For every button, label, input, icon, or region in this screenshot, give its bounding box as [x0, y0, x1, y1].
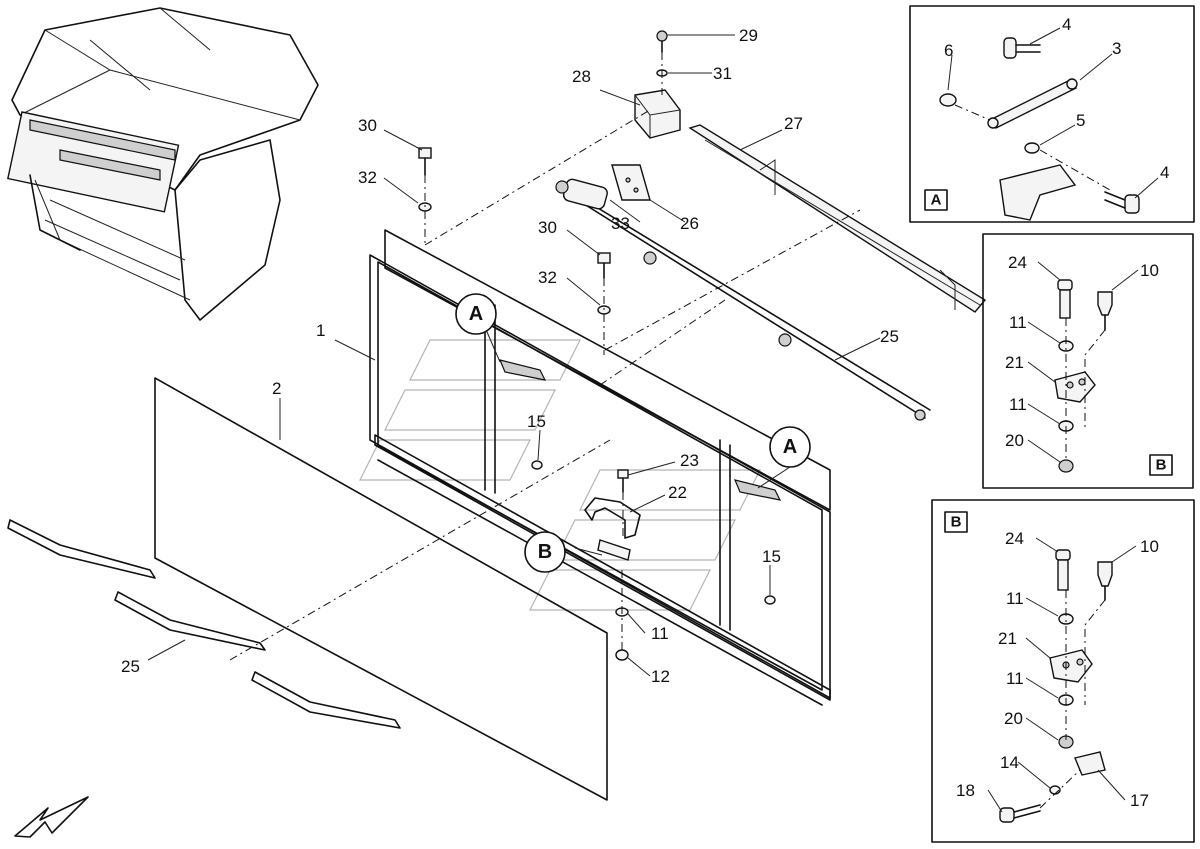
callout-11-upper-a: 11 [1009, 313, 1027, 332]
motor-bracket [611, 164, 651, 201]
nut-12 [615, 649, 629, 661]
detail-a-bubble-top: A [455, 293, 497, 335]
callout-2: 2 [272, 379, 281, 398]
bracket-17 [1074, 751, 1106, 776]
detail-a-panel [909, 5, 1195, 223]
gas-strut-3 [987, 78, 1078, 129]
callout-11-main: 11 [651, 624, 669, 643]
detail-b-tag-lower: B [951, 514, 962, 531]
wiper-linkage-rod [559, 184, 931, 421]
screw-23 [617, 469, 629, 493]
callout-27: 27 [784, 114, 803, 133]
callout-28: 28 [572, 67, 591, 86]
callout-1: 1 [316, 321, 325, 340]
detail-b-tag-upper: B [1156, 457, 1167, 474]
wiper-blade-2 [114, 591, 266, 651]
callout-25-left: 25 [121, 657, 140, 676]
detail-b-tag-box-upper [1149, 454, 1173, 476]
washer-5 [1024, 142, 1040, 154]
callout-24-upper: 24 [1008, 253, 1027, 272]
detail-a-tag: A [931, 192, 942, 209]
callout-29: 29 [739, 26, 758, 45]
pin-4-bottom [1104, 191, 1140, 214]
screw-30-mid [597, 252, 611, 279]
nut-15-right [764, 595, 776, 605]
callout-25-right: 25 [880, 327, 899, 346]
callout-24-lower: 24 [1005, 529, 1024, 548]
window-frame [369, 229, 831, 706]
callout-32-top: 32 [358, 168, 377, 187]
rail-channel [688, 124, 987, 313]
svg-text:A: A [469, 303, 483, 325]
detail-a-bubble-right: A [769, 426, 811, 468]
detail-b-panel-upper [982, 233, 1194, 489]
cab-housing-overview [7, 7, 319, 321]
detail-b-bubble: B [524, 531, 566, 573]
pin-10-upper [1097, 291, 1113, 331]
wiper-blade-1 [7, 519, 156, 579]
callout-14: 14 [1000, 753, 1019, 772]
detail-a-tag-box [924, 189, 948, 211]
wiper-blade-3 [251, 671, 401, 729]
callout-32-mid: 32 [538, 268, 557, 287]
pin-10-lower [1097, 561, 1113, 601]
direction-arrow-icon [14, 796, 89, 838]
callout-21-lower: 21 [998, 629, 1017, 648]
callout-11-upper-b: 11 [1009, 395, 1027, 414]
callout-15-right: 15 [762, 547, 781, 566]
callout-17: 17 [1130, 791, 1149, 810]
callout-26: 26 [680, 214, 699, 233]
detail-b-tag-box-lower [944, 511, 968, 533]
washer-6 [939, 93, 957, 107]
callout-20-upper: 20 [1005, 431, 1024, 450]
callout-11-lower-a: 11 [1006, 589, 1024, 608]
callout-30-mid: 30 [538, 218, 557, 237]
bolt-18 [999, 804, 1041, 823]
svg-text:A: A [783, 436, 797, 458]
screw-30-top [418, 147, 432, 176]
callout-4-bottom: 4 [1160, 163, 1169, 182]
callout-11-lower-b: 11 [1006, 669, 1024, 688]
callout-5: 5 [1076, 111, 1085, 130]
callout-labels: 1 2 29 31 28 27 30 32 30 32 33 26 25 15 … [121, 15, 1169, 810]
callout-30-top: 30 [358, 116, 377, 135]
callout-3: 3 [1112, 39, 1121, 58]
glass-panel [154, 377, 608, 801]
wiper-motor [555, 178, 608, 210]
callout-6: 6 [944, 41, 953, 60]
hinge-21-lower [1049, 649, 1093, 683]
nut-15-left [531, 460, 543, 470]
screw-29 [656, 30, 668, 53]
bolt-24-upper [1057, 279, 1073, 319]
handle-22 [584, 497, 641, 539]
cover-block [634, 89, 681, 139]
assembly-dash-lines [229, 52, 861, 661]
callout-10-lower: 10 [1140, 537, 1159, 556]
hinge-21-upper [1054, 371, 1096, 403]
callout-4-top: 4 [1062, 15, 1071, 34]
bracket-a [999, 164, 1077, 221]
callout-20-lower: 20 [1004, 709, 1023, 728]
callout-12: 12 [651, 667, 670, 686]
watermark-logo [359, 339, 761, 611]
svg-text:B: B [538, 541, 552, 563]
bolt-24-lower [1055, 549, 1071, 591]
pin-4-top [1003, 37, 1041, 59]
detail-b-panel-lower [931, 499, 1195, 843]
callout-15-left: 15 [527, 412, 546, 431]
nut-20-upper [1058, 459, 1074, 473]
callout-33: 33 [611, 214, 630, 233]
callout-22: 22 [668, 483, 687, 502]
callout-10-upper: 10 [1140, 261, 1159, 280]
callout-23: 23 [680, 451, 699, 470]
callout-21-upper: 21 [1005, 353, 1024, 372]
leader-lines [147, 27, 1159, 813]
callout-31: 31 [713, 64, 732, 83]
callout-18: 18 [956, 781, 975, 800]
